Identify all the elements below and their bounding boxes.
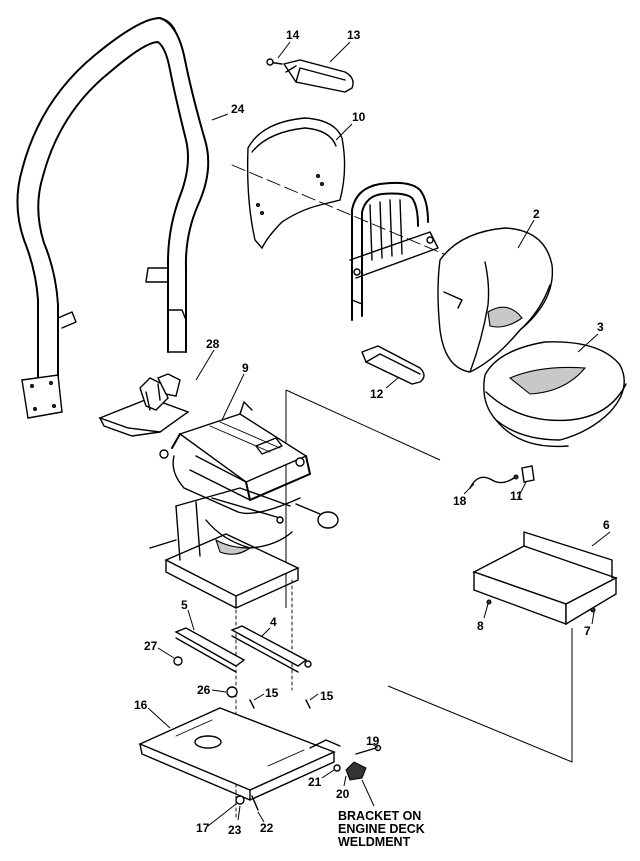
callout-13: 13 (347, 28, 361, 42)
callout-26: 26 (197, 683, 211, 697)
callout-2: 2 (533, 207, 540, 221)
callout-23: 23 (228, 823, 242, 837)
callout-7: 7 (584, 624, 591, 638)
callout-11: 11 (510, 489, 523, 503)
callout-8: 8 (477, 619, 484, 633)
callout-10: 10 (352, 110, 366, 124)
armrest-upper-part (266, 58, 354, 93)
callout-16: 16 (134, 698, 148, 712)
seat-shell-part (231, 117, 471, 266)
callout-20: 20 (336, 787, 350, 801)
callout-9: 9 (242, 361, 249, 375)
callout-22: 22 (260, 821, 274, 835)
note-line-3: WELDMENT (338, 835, 411, 849)
storage-tray-part (472, 531, 618, 626)
callout-18: 18 (453, 494, 467, 508)
callout-3: 3 (597, 320, 604, 334)
base-plate-part (138, 707, 341, 801)
fasteners (173, 656, 311, 709)
rollbar-part (16, 17, 210, 419)
callout-6: 6 (603, 518, 610, 532)
callout-19: 19 (366, 734, 380, 748)
callout-4: 4 (270, 615, 277, 629)
callout-17: 17 (196, 821, 210, 835)
seat-frame-part (159, 401, 339, 529)
callout-27: 27 (144, 639, 158, 653)
seat-cushion-part (483, 341, 627, 448)
suspension-part (149, 487, 300, 609)
callout-28: 28 (206, 337, 220, 351)
callout-14: 14 (286, 28, 300, 42)
seat-switch-part (469, 465, 535, 489)
seat-back-frame (349, 181, 439, 321)
armrest-lower-part (361, 345, 425, 385)
slide-rail-4 (230, 625, 312, 673)
note-line-2: ENGINE DECK (338, 822, 425, 836)
bracket-note: BRACKET ON ENGINE DECK WELDMENT (338, 809, 425, 849)
note-line-1: BRACKET ON (338, 809, 421, 823)
slide-rail-5 (174, 627, 246, 673)
callout-labels: 24 14 13 10 2 3 28 9 12 11 18 6 8 7 5 4 … (134, 28, 610, 837)
callout-21: 21 (308, 775, 322, 789)
back-cushion-part (437, 227, 554, 373)
leader-lines (147, 41, 611, 827)
callout-24: 24 (231, 102, 245, 116)
callout-15-left: 15 (265, 686, 279, 700)
callout-15-right: 15 (320, 689, 334, 703)
callout-12: 12 (370, 387, 384, 401)
callout-5: 5 (181, 598, 188, 612)
seat-belt-part (98, 373, 190, 437)
bracket-hardware (235, 744, 382, 811)
